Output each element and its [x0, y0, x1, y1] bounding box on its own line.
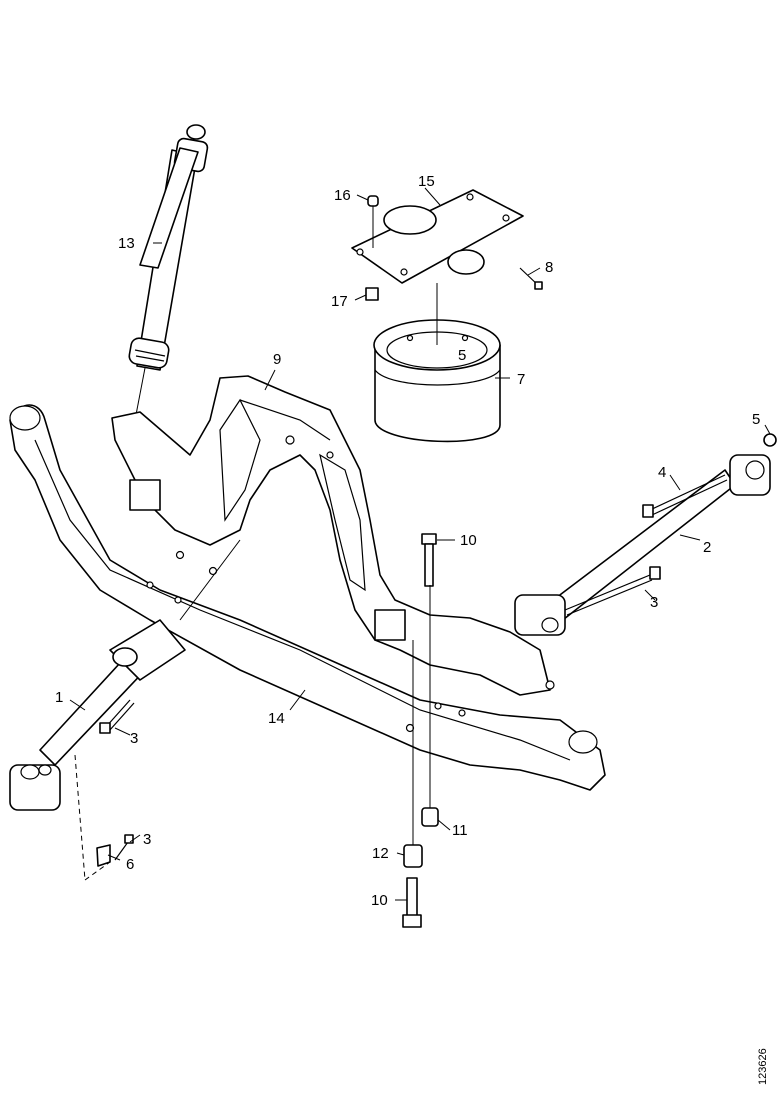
shock-absorber-part — [128, 124, 209, 421]
bolt-10-lower-part — [402, 877, 422, 928]
callout-5-spring: 5 — [458, 347, 466, 364]
callout-10-lower: 10 — [371, 892, 388, 909]
nut-17-part — [365, 287, 379, 301]
callout-14: 14 — [268, 710, 285, 727]
nut-5-part — [763, 433, 777, 447]
bolt-16-part — [367, 195, 379, 248]
bolt-8-part — [519, 267, 543, 290]
mounting-plate-part — [351, 189, 524, 284]
callout-8: 8 — [545, 259, 553, 276]
bolt-3-right-part — [564, 566, 661, 616]
callout-7: 7 — [517, 371, 525, 388]
callout-9: 9 — [273, 351, 281, 368]
bolt-3-left-part — [99, 699, 135, 734]
callout-17: 17 — [331, 293, 348, 310]
bolt-3-lower-part — [114, 834, 134, 861]
callout-2: 2 — [703, 539, 711, 556]
callout-3-lower: 3 — [143, 831, 151, 848]
callout-11: 11 — [452, 822, 468, 839]
callout-16: 16 — [334, 187, 351, 204]
bolt-4-part — [642, 474, 728, 518]
callout-3-left: 3 — [130, 730, 138, 747]
callout-10-upper: 10 — [460, 532, 477, 549]
spacer-12-part — [403, 844, 423, 868]
callout-13: 13 — [118, 235, 135, 252]
trailing-arm-left-part — [9, 619, 186, 811]
callout-1: 1 — [55, 689, 63, 706]
callout-5-right: 5 — [752, 411, 760, 428]
callout-6: 6 — [126, 856, 134, 873]
trailing-arm-right-part — [514, 454, 771, 636]
subframe-bracket-part — [111, 375, 555, 696]
reference-code: 123626 — [757, 1048, 769, 1085]
callout-12: 12 — [372, 845, 389, 862]
callout-4: 4 — [658, 464, 666, 481]
nut-11-part — [421, 807, 439, 827]
cross-member-part — [9, 404, 606, 791]
callout-15: 15 — [418, 173, 435, 190]
bolt-10-upper-part — [421, 533, 437, 587]
callout-3-right: 3 — [650, 594, 658, 611]
